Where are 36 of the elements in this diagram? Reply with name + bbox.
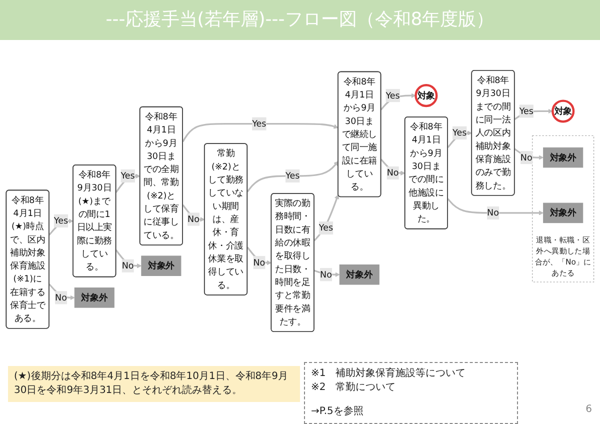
node-box: 対象外	[141, 256, 182, 276]
arrow	[115, 174, 140, 193]
edge-label: Yes	[386, 90, 400, 101]
arrow	[246, 160, 338, 192]
footnote-text: ※1 補助対象保育施設等について	[311, 367, 467, 381]
footnote-text: ※2 常勤について	[311, 381, 397, 395]
page-number: 6	[586, 404, 592, 415]
arrow	[447, 198, 544, 216]
edge-label: Yes	[519, 106, 534, 116]
node-circle: 対象	[552, 100, 575, 123]
edge-label: No	[520, 152, 532, 162]
edge-label: No	[386, 167, 399, 178]
edge-label: No	[188, 214, 200, 224]
arrow	[380, 93, 416, 110]
edge-label: Yes	[318, 222, 334, 233]
edge-label: Yes	[54, 215, 68, 226]
edge-label: No	[55, 292, 67, 303]
node-box: 対象外	[339, 264, 380, 285]
edge-label: Yes	[452, 127, 467, 138]
edge-label: No	[122, 260, 134, 271]
arrow	[182, 123, 338, 142]
title: ---応援手当(若年層)---フロー図（令和8年度版）	[104, 9, 496, 31]
reference-text: →P.5を参照	[311, 405, 364, 419]
edge-label: Yes	[286, 170, 300, 181]
edge-label: No	[487, 207, 499, 218]
edge-label: Yes	[120, 170, 135, 181]
node-box: 対象外	[543, 147, 584, 168]
edge-label: No	[320, 269, 332, 280]
edge-label: No	[253, 257, 266, 268]
edge-label: Yes	[252, 118, 266, 129]
node-box: 対象外	[74, 288, 114, 308]
node-circle: 対象	[414, 84, 438, 108]
node-box: 対象外	[543, 202, 584, 224]
arrow	[314, 194, 340, 242]
note-text: (★)後期分は令和8年4月1日を令和8年10月1日、令和8年9月30日を令和9年3月31日、とそれぞれ読み替える。	[8, 366, 300, 402]
arrow	[514, 148, 544, 160]
